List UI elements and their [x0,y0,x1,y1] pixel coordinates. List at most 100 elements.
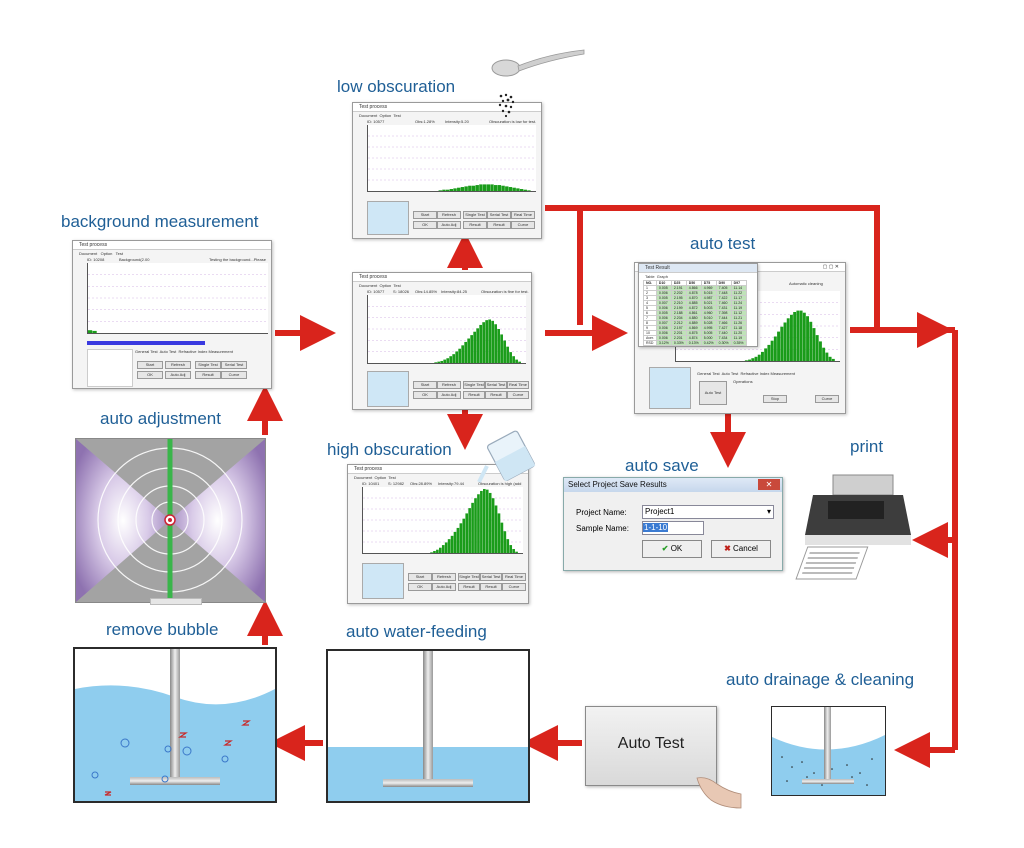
result-button[interactable]: Result [195,371,221,379]
refresh-button[interactable]: Refresh [437,381,461,389]
close-icon[interactable]: ✕ [758,479,780,490]
tab-refractive[interactable]: Refractive Index Measurement [740,371,795,376]
start-button[interactable]: Start [413,211,437,219]
result-button-2[interactable]: Result [485,391,507,399]
ok-button[interactable]: OK [137,371,163,379]
serial-test-button[interactable]: Serial Test [480,573,502,581]
distribution-bar [760,351,764,361]
tab-test[interactable]: Test [115,251,123,256]
result-button[interactable]: Result [463,391,485,399]
auto-test-run-button[interactable]: Auto Test [699,381,727,405]
auto-test-physical-button[interactable]: Auto Test [585,706,717,786]
ok-button[interactable]: OK [408,583,432,591]
tab-option[interactable]: Option [379,113,392,118]
auto-adj-button[interactable]: Auto Adj [432,583,456,591]
serial-test-button[interactable]: Serial Test [487,211,511,219]
tab-auto-test[interactable]: Auto Test [159,349,177,354]
distribution-bar [488,319,491,363]
distribution-bar [438,190,442,191]
table-cell: 0.33% [670,340,687,346]
project-select[interactable]: Project1 ▾ [642,505,774,519]
curve-button[interactable]: Curve [221,371,247,379]
refresh-button[interactable]: Refresh [437,211,461,219]
distribution-bar [748,359,752,361]
single-test-button[interactable]: Single Test [463,211,487,219]
start-button[interactable]: Start [137,361,163,369]
auto-adj-button[interactable]: Auto Adj [437,391,461,399]
result-button-2[interactable]: Result [487,221,511,229]
real-time-button[interactable]: Real Time [507,381,529,389]
ok-button[interactable]: OK [413,221,437,229]
cancel-button[interactable]: ✖ Cancel [711,540,771,558]
result-button-2[interactable]: Result [480,583,502,591]
general-tabs: General Test Auto Test Refractive Index … [135,349,265,354]
distribution-bar [479,324,483,363]
tab-refractive[interactable]: Refractive Index Measurement [178,349,233,354]
tab-document[interactable]: Document [359,113,378,118]
tab-option[interactable]: Option [379,283,392,288]
serial-test-button[interactable]: Serial Test [485,381,507,389]
single-test-button[interactable]: Single Test [195,361,221,369]
tab-test[interactable]: Test [393,113,401,118]
distribution-bar [506,539,510,553]
distribution-bar [508,187,513,191]
tab-option[interactable]: Option [374,475,387,480]
arrow-top-loop [580,205,880,330]
auto-adj-button[interactable]: Auto Adj [437,221,461,229]
single-test-button[interactable]: Single Test [463,381,485,389]
real-time-button[interactable]: Real Time [502,573,526,581]
result-button[interactable]: Result [458,583,480,591]
real-time-button[interactable]: Real Time [511,211,535,219]
ok-button[interactable]: ✔ OK [642,540,702,558]
tab-document[interactable]: Document [359,283,378,288]
test-window-low: Test process Document Option Test ID: 10… [352,102,542,239]
tab-test[interactable]: Test [393,283,401,288]
mid-chart [368,306,526,363]
tab-option[interactable]: Option [100,251,113,256]
distribution-bar [751,358,755,361]
curve-button[interactable]: Curve [511,221,535,229]
start-button[interactable]: Start [413,381,437,389]
ok-button[interactable]: OK [413,391,437,399]
auto-adjustment-slider[interactable] [150,598,202,605]
distribution-bar [470,335,474,363]
distribution-bar [483,488,486,553]
tab-table[interactable]: Table [645,274,655,279]
tab-general-test[interactable]: General Test [135,349,158,354]
distribution-bar [461,345,465,363]
sample-input[interactable]: 1-1-10 [642,521,704,535]
tab-document[interactable]: Document [354,475,373,480]
chevron-down-icon[interactable]: ▾ [766,507,771,516]
curve-button[interactable]: Curve [502,583,526,591]
curve-button[interactable]: Curve [507,391,529,399]
distribution-bar [434,362,438,363]
window-title: Test process [353,103,541,112]
refresh-button[interactable]: Refresh [432,573,456,581]
start-button[interactable]: Start [408,573,432,581]
tab-general-test[interactable]: General Test [697,371,720,376]
distribution-bar [506,346,509,363]
curve-button[interactable]: Curve [815,395,839,403]
distribution-bar [783,322,787,361]
distribution-bar [443,359,447,363]
distribution-plot [87,263,268,334]
tab-graph[interactable]: Graph [656,274,668,279]
tab-test[interactable]: Test [388,475,396,480]
distribution-bar [515,359,518,363]
serial-test-button[interactable]: Serial Test [221,361,247,369]
refresh-button[interactable]: Refresh [165,361,191,369]
label-auto-adjustment: auto adjustment [100,409,221,428]
distribution-bar [453,531,457,553]
window-title: Test process [73,241,271,250]
single-test-button[interactable]: Single Test [458,573,480,581]
result-button[interactable]: Result [463,221,487,229]
stop-button[interactable]: Stop [763,395,787,403]
distribution-bar [770,340,774,361]
tab-document[interactable]: Document [79,251,98,256]
tab-auto-test[interactable]: Auto Test [721,371,739,376]
window-tabs: Document Option Test [353,112,541,119]
distribution-bar [471,185,476,191]
auto-adj-button[interactable]: Auto Adj [165,371,191,379]
info-line: ID: 10577 Obs:1.28% Intensity:5.20 Obscu… [353,119,541,125]
